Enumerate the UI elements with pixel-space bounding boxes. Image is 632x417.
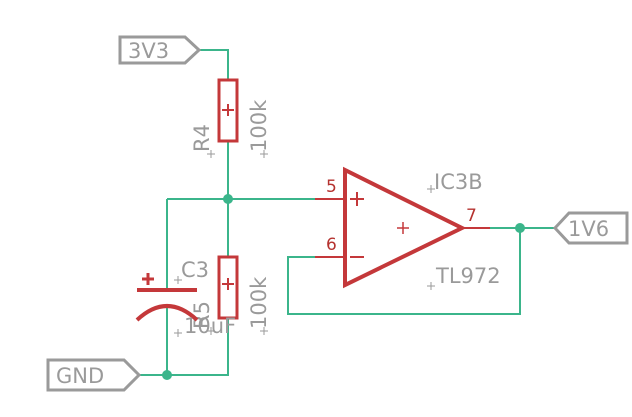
resistor-r5[interactable]: R5 100k: [190, 255, 271, 335]
wire-r5-to-gnd: [167, 318, 229, 376]
resistor-r4-name: R4: [190, 124, 214, 152]
opamp-triangle: [343, 166, 467, 289]
port-1v6[interactable]: 1V6: [552, 211, 629, 245]
resistor-r4[interactable]: R4 100k: [190, 78, 271, 158]
net-wires: [138, 49, 555, 376]
port-gnd-label: GND: [56, 364, 104, 388]
port-3v3-outline: [118, 35, 202, 65]
capacitor-c3-curved-plate: [135, 304, 199, 322]
capacitor-c3[interactable]: C3 10uF: [135, 258, 236, 338]
port-3v3[interactable]: 3V3: [118, 35, 202, 65]
opamp-value: TL972: [435, 264, 501, 288]
opamp-pin-7-number: 7: [466, 206, 477, 226]
wire-3v3-to-r4: [200, 49, 229, 80]
capacitor-c3-name: C3: [181, 258, 209, 282]
resistor-r4-body: [217, 78, 239, 143]
junctions: [162, 194, 525, 380]
opamp-pin-5-number: 5: [326, 177, 337, 197]
port-gnd-outline: [46, 358, 142, 392]
opamp-ic3b[interactable]: 5 6 7 IC3B TL972: [315, 166, 501, 290]
resistor-r5-value: 100k: [247, 276, 271, 329]
resistor-r5-body: [217, 255, 239, 320]
origin-cross: [207, 150, 268, 158]
wire-feedback: [287, 228, 521, 315]
junction-dot: [223, 194, 233, 204]
capacitor-c3-value: 10uF: [184, 314, 236, 338]
opamp-name: IC3B: [434, 170, 483, 194]
opamp-pin-6-number: 6: [326, 235, 337, 255]
port-gnd[interactable]: GND: [46, 358, 142, 392]
origin-cross: [174, 276, 182, 337]
port-3v3-label: 3V3: [128, 39, 169, 63]
origin-cross: [427, 185, 435, 290]
junction-dot: [515, 223, 525, 233]
port-1v6-outline: [552, 211, 629, 245]
junction-dot: [162, 370, 172, 380]
port-1v6-label: 1V6: [568, 217, 609, 241]
resistor-r4-value: 100k: [247, 99, 271, 152]
origin-cross: [207, 327, 268, 335]
